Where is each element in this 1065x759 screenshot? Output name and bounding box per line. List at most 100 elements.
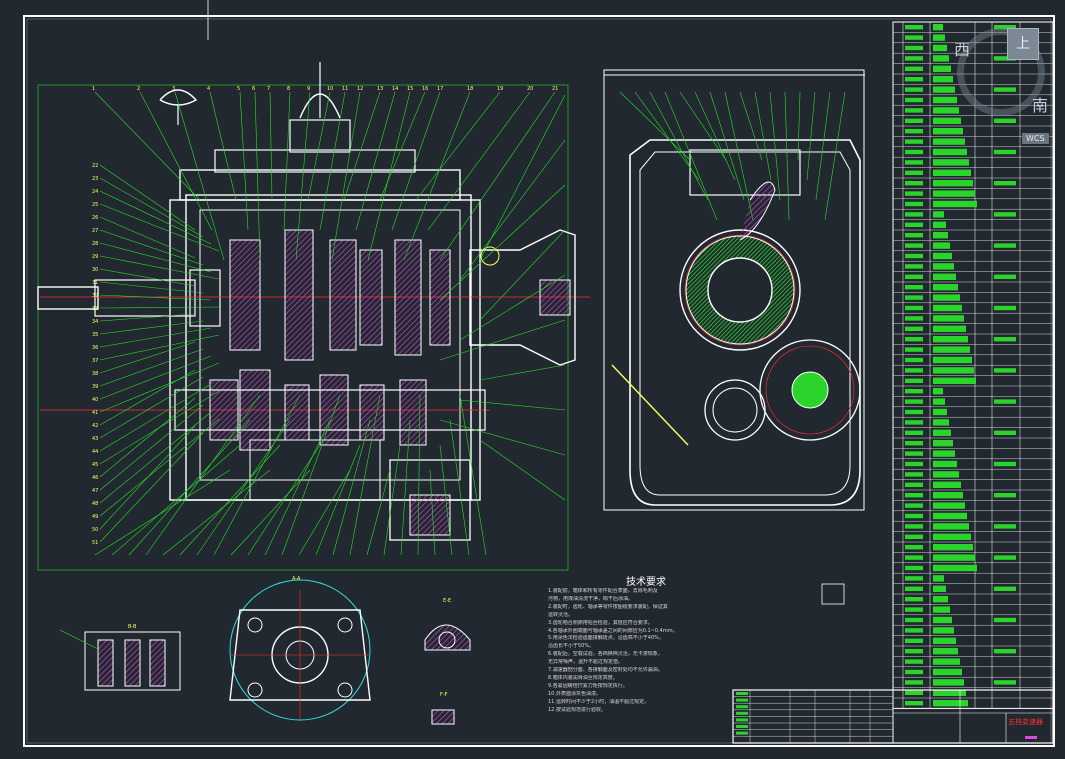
part-number-label: 4: [207, 86, 210, 92]
leader-line: [99, 255, 220, 280]
leader-line: [94, 91, 201, 201]
datum-symbol: [821, 583, 845, 605]
counter-shaft-gear: [399, 379, 427, 446]
leader-line: [139, 91, 213, 231]
parts-list-cell-text: [933, 117, 961, 124]
parts-list-code: [905, 201, 923, 207]
part-number-label: 22: [92, 163, 98, 169]
detail-b-part: [149, 639, 166, 687]
parts-list-cell-text: [933, 96, 957, 104]
leader-line: [99, 306, 220, 309]
parts-list-code: [905, 35, 923, 40]
parts-list-cell-text: [933, 180, 973, 187]
end-view-main-bearing: [679, 229, 801, 351]
leader-line: [59, 629, 101, 651]
parts-list-code: [905, 493, 923, 498]
leader-line: [213, 394, 301, 556]
compass-south[interactable]: 南: [1032, 96, 1049, 115]
parts-list-cell-text: [933, 398, 945, 405]
parts-list-code: [905, 482, 923, 487]
flange-bolt-hole: [247, 617, 263, 633]
leader-line: [664, 91, 718, 221]
parts-list-material: [994, 524, 1016, 529]
tech-note-line: 4.各轴承外圈端面与轴承盖之间的间隙应为0.1~0.4mm。: [548, 627, 678, 634]
end-view-housing-inner: [639, 151, 851, 496]
leader-line: [269, 91, 273, 201]
leader-line: [99, 281, 204, 294]
parts-list-cell-text: [933, 55, 949, 62]
viewcube-face[interactable]: 上: [1007, 28, 1039, 60]
parts-list-cell-text: [933, 65, 951, 72]
parts-list-code: [905, 212, 923, 217]
leader-line: [417, 394, 421, 556]
leader-line: [99, 164, 196, 231]
leader-line: [99, 418, 220, 517]
dipstick: [611, 364, 689, 446]
parts-list-cell-text: [933, 273, 956, 280]
parts-list-cell-text: [933, 294, 960, 301]
parts-list-material: [994, 118, 1016, 123]
parts-list-code: [905, 461, 923, 467]
parts-list-material: [994, 586, 1016, 591]
leader-line: [145, 394, 261, 556]
parts-list-cell-text: [933, 304, 962, 312]
main-shaft-gear: [394, 239, 422, 356]
part-number-label: 15: [407, 86, 413, 92]
counter-shaft-gear: [319, 374, 349, 446]
parts-list-cell-text: [933, 128, 963, 135]
parts-list-material: [994, 430, 1016, 435]
parts-list-code: [905, 555, 923, 560]
revision-entry: [736, 698, 748, 702]
parts-list-cell-text: [933, 211, 944, 218]
parts-list-cell-text: [933, 159, 969, 166]
counter-shaft-gear: [284, 384, 310, 441]
compass-west[interactable]: 西: [954, 40, 971, 59]
parts-list-material: [994, 368, 1016, 373]
tech-note-line: 1.装配前，箱体和所有零件配合表面，去除毛刺及: [548, 588, 658, 594]
title-block-marker: [1025, 736, 1037, 739]
parts-list-code: [905, 524, 923, 529]
view-label: A-A: [292, 576, 301, 582]
leader-line: [459, 399, 566, 411]
parts-list-material: [994, 617, 1016, 623]
leader-line: [99, 404, 204, 491]
tech-note-line: 无异常噪声，温升不超过规定值。: [548, 659, 624, 666]
part-number-label: 6: [252, 86, 255, 92]
shift-fork: [739, 181, 776, 241]
parts-list-code: [905, 545, 923, 550]
leader-line: [99, 383, 212, 452]
wcs-button[interactable]: WCS: [1022, 133, 1049, 144]
end-view-housing: [629, 139, 861, 506]
bearing-housing-front: [189, 269, 221, 327]
leader-line: [99, 432, 204, 543]
leader-line: [174, 91, 225, 261]
tech-note-line: 7.减速器剖分面、各接触面及密封处均不允许漏油。: [548, 667, 663, 674]
part-number-label: 21: [552, 86, 558, 92]
part-number-label: 28: [92, 241, 98, 247]
parts-list-cell-text: [933, 533, 971, 540]
parts-list-code: [905, 607, 923, 612]
title-block-main: [892, 689, 1054, 744]
counter-shaft-gear: [359, 384, 385, 441]
viewcube-ring[interactable]: [957, 28, 1045, 116]
shift-tower: [289, 119, 351, 153]
parts-list-cell-text: [933, 658, 960, 665]
reverse-idler-gear: [409, 494, 451, 536]
part-number-label: 10: [327, 86, 333, 92]
leader-line: [99, 334, 220, 361]
part-number-label: 46: [92, 475, 98, 481]
parts-list-cell-text: [933, 315, 964, 322]
leader-line: [709, 91, 745, 201]
parts-list-cell-text: [933, 481, 961, 488]
leader-line: [797, 91, 801, 161]
parts-list-cell-text: [933, 637, 956, 644]
leader-line: [162, 469, 271, 556]
detail-e-part: [424, 624, 471, 651]
main-shaft-gear: [329, 239, 357, 351]
shift-knob: [159, 89, 198, 106]
leader-line: [383, 444, 401, 556]
parts-list-code: [905, 222, 923, 227]
main-shaft-gear: [229, 239, 261, 351]
